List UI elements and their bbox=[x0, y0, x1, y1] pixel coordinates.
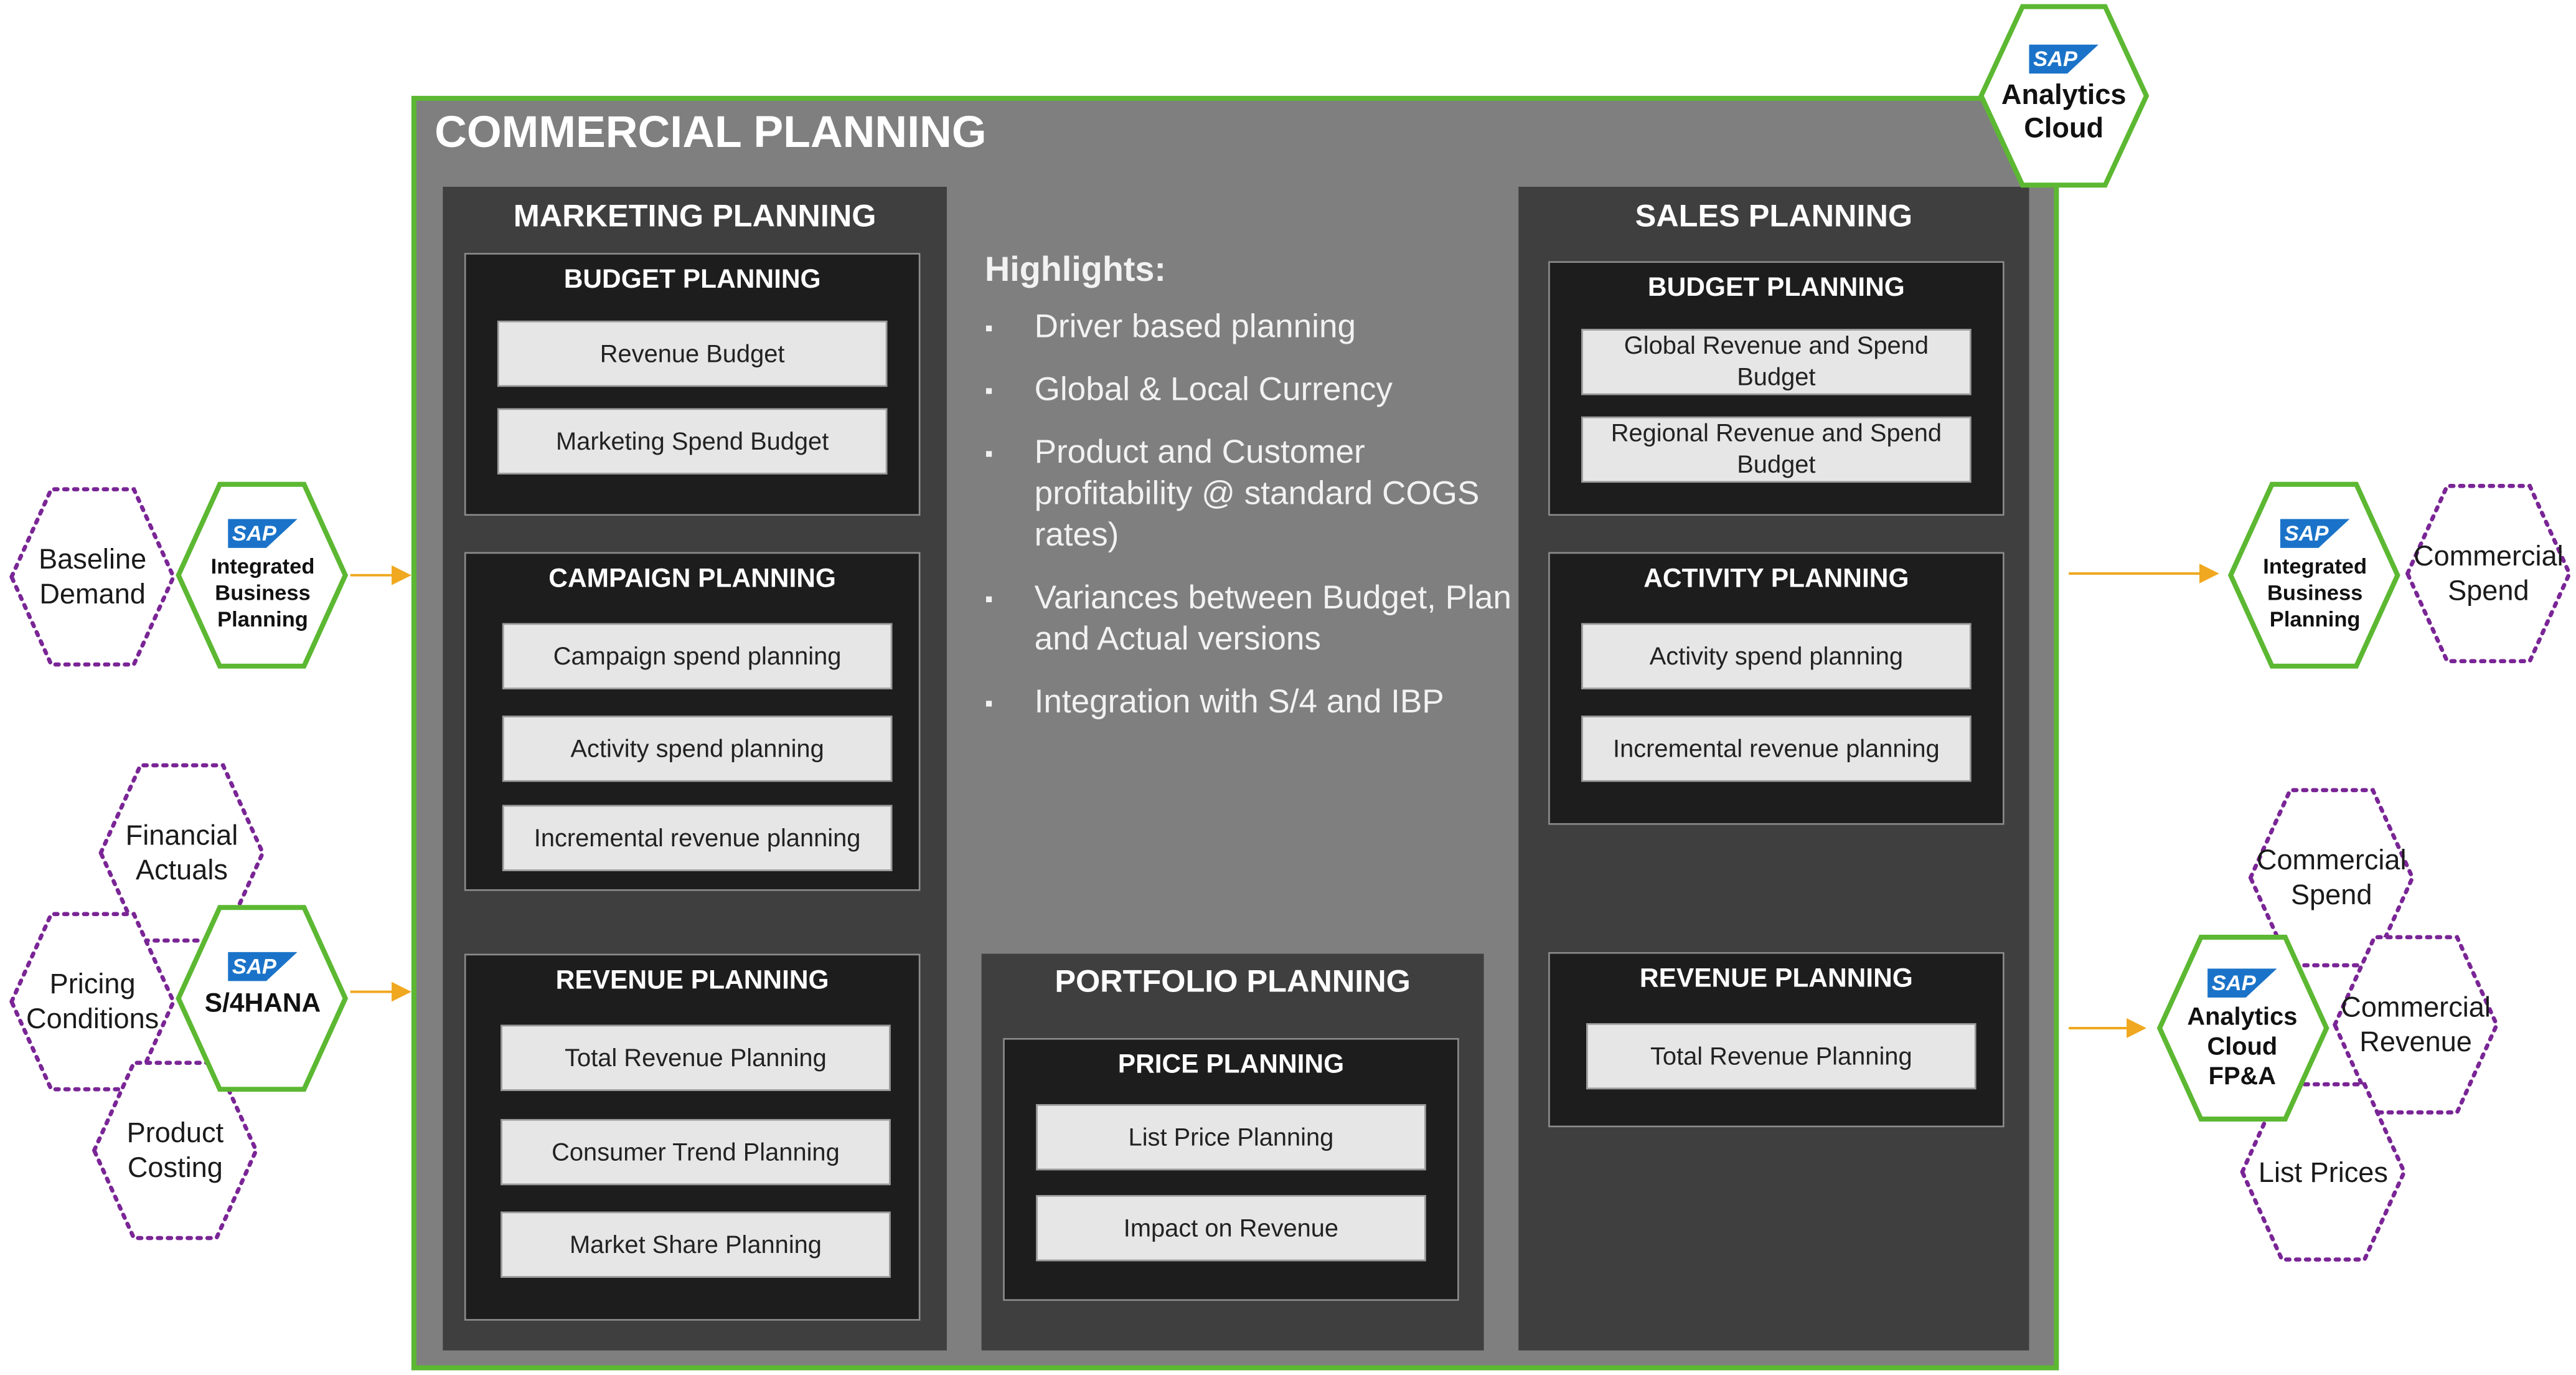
ibp-output-label: Integrated Business Planning bbox=[2263, 552, 2367, 631]
sales-budget-title: BUDGET PLANNING bbox=[1647, 274, 1905, 303]
fpa-commercial-spend-label: Commercial Spend bbox=[2256, 844, 2407, 911]
fpa-label: Analytics Cloud FP&A bbox=[2187, 1002, 2298, 1090]
highlight-item: Global & Local Currency bbox=[985, 371, 1513, 412]
pricing-conditions-label: Pricing Conditions bbox=[26, 968, 159, 1035]
sales-budget-item[interactable]: Regional Revenue and Spend Budget bbox=[1581, 416, 1972, 483]
sales-revenue-planning-box: REVENUE PLANNING Total Revenue Planning bbox=[1548, 952, 2005, 1128]
price-planning-title: PRICE PLANNING bbox=[1117, 1051, 1345, 1080]
highlight-item: Variances between Budget, Plan and Actua… bbox=[985, 579, 1513, 661]
marketing-budget-planning-box: BUDGET PLANNING Revenue Budget Marketing… bbox=[464, 253, 921, 516]
activity-item[interactable]: Activity spend planning bbox=[1581, 623, 1972, 689]
fpa-commercial-revenue-hex bbox=[2332, 935, 2499, 1115]
sap-logo-icon: SAP bbox=[2279, 518, 2351, 548]
marketing-revenue-item[interactable]: Market Share Planning bbox=[501, 1211, 891, 1278]
fpa-hex bbox=[2156, 935, 2329, 1122]
page-title: COMMERCIAL PLANNING bbox=[435, 107, 987, 158]
sales-planning-title: SALES PLANNING bbox=[1635, 200, 1913, 235]
sap-logo-icon: SAP bbox=[227, 518, 299, 548]
product-costing-hex bbox=[92, 1061, 259, 1240]
sac-badge-label: Analytics Cloud bbox=[2001, 78, 2127, 143]
campaign-planning-title: CAMPAIGN PLANNING bbox=[548, 565, 836, 593]
marketing-revenue-item[interactable]: Total Revenue Planning bbox=[501, 1024, 891, 1091]
ibp-output-badge: SAP Integrated Business Planning bbox=[2247, 513, 2383, 638]
highlights: Highlights: Driver based planning Global… bbox=[985, 251, 1513, 745]
price-item[interactable]: List Price Planning bbox=[1036, 1104, 1426, 1171]
price-planning-box: PRICE PLANNING List Price Planning Impac… bbox=[1003, 1037, 1459, 1301]
sales-budget-planning-box: BUDGET PLANNING Global Revenue and Spend… bbox=[1548, 261, 2005, 516]
campaign-item[interactable]: Activity spend planning bbox=[502, 716, 893, 782]
activity-planning-box: ACTIVITY PLANNING Activity spend plannin… bbox=[1548, 552, 2005, 825]
campaign-item[interactable]: Incremental revenue planning bbox=[502, 805, 893, 871]
s4hana-badge: SAP S/4HANA bbox=[195, 939, 331, 1032]
output-commercial-spend-label: Commercial Spend bbox=[2414, 540, 2564, 607]
sales-budget-item[interactable]: Global Revenue and Spend Budget bbox=[1581, 329, 1972, 395]
sac-badge: SAP Analytics Cloud bbox=[1991, 36, 2136, 152]
fpa-commercial-revenue-label: Commercial Revenue bbox=[2341, 991, 2491, 1058]
highlights-list: Driver based planning Global & Local Cur… bbox=[985, 308, 1513, 724]
marketing-planning-title: MARKETING PLANNING bbox=[513, 200, 877, 235]
activity-planning-title: ACTIVITY PLANNING bbox=[1643, 565, 1909, 593]
marketing-budget-title: BUDGET PLANNING bbox=[563, 266, 821, 295]
campaign-item[interactable]: Campaign spend planning bbox=[502, 623, 893, 689]
marketing-budget-item[interactable]: Marketing Spend Budget bbox=[497, 408, 888, 475]
output-commercial-spend-hex bbox=[2405, 484, 2572, 664]
sales-revenue-title: REVENUE PLANNING bbox=[1639, 965, 1913, 994]
ibp-input-badge: SAP Integrated Business Planning bbox=[195, 513, 331, 638]
product-costing-label: Product Costing bbox=[126, 1117, 224, 1184]
sap-logo-icon: SAP bbox=[227, 951, 299, 981]
highlight-item: Integration with S/4 and IBP bbox=[985, 683, 1513, 724]
price-item[interactable]: Impact on Revenue bbox=[1036, 1195, 1426, 1262]
sales-revenue-item[interactable]: Total Revenue Planning bbox=[1586, 1023, 1977, 1090]
s4hana-hex bbox=[176, 905, 349, 1092]
pricing-conditions-hex bbox=[9, 912, 176, 1092]
sac-badge-hex bbox=[1978, 4, 2150, 188]
ibp-output-hex bbox=[2227, 481, 2400, 669]
marketing-revenue-item[interactable]: Consumer Trend Planning bbox=[501, 1118, 891, 1186]
highlight-item: Driver based planning bbox=[985, 308, 1513, 349]
portfolio-planning-title: PORTFOLIO PLANNING bbox=[1055, 965, 1411, 1000]
fpa-commercial-spend-hex bbox=[2248, 788, 2415, 968]
marketing-revenue-title: REVENUE PLANNING bbox=[555, 966, 829, 995]
financial-actuals-label: Financial Actuals bbox=[125, 820, 238, 886]
ibp-input-label: Integrated Business Planning bbox=[210, 552, 315, 631]
highlights-heading: Highlights: bbox=[984, 251, 1167, 290]
fpa-list-prices-hex bbox=[2240, 1082, 2407, 1262]
financial-actuals-hex bbox=[98, 763, 265, 943]
ibp-input-hex bbox=[176, 481, 349, 669]
baseline-demand-hex bbox=[9, 487, 176, 667]
marketing-revenue-planning-box: REVENUE PLANNING Total Revenue Planning … bbox=[464, 953, 921, 1321]
marketing-budget-item[interactable]: Revenue Budget bbox=[497, 320, 888, 387]
baseline-demand-label: Baseline Demand bbox=[39, 544, 147, 610]
highlight-item: Product and Customer profitability @ sta… bbox=[985, 433, 1513, 557]
sap-logo-icon: SAP bbox=[2028, 44, 2100, 74]
fpa-list-prices-label: List Prices bbox=[2258, 1156, 2389, 1188]
activity-item[interactable]: Incremental revenue planning bbox=[1581, 716, 1972, 782]
sap-logo-icon: SAP bbox=[2206, 968, 2278, 998]
s4hana-label: S/4HANA bbox=[204, 989, 321, 1018]
fpa-badge: SAP Analytics Cloud FP&A bbox=[2173, 965, 2311, 1094]
campaign-planning-box: CAMPAIGN PLANNING Campaign spend plannin… bbox=[464, 552, 921, 891]
